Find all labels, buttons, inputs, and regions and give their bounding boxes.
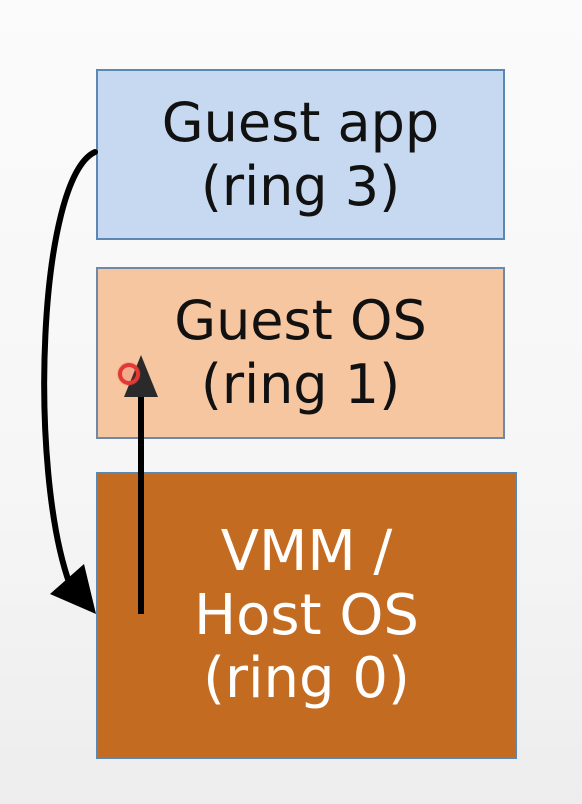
host-os-box: VMM / Host OS (ring 0): [96, 472, 517, 759]
guest-os-label: Guest OS: [174, 289, 427, 353]
guest-os-ring-label: (ring 1): [200, 353, 401, 416]
return-arrowhead: [124, 355, 158, 397]
laser-pointer-glow: [117, 362, 141, 386]
host-os-ring-label: (ring 0): [203, 646, 410, 712]
laser-pointer-dot: [118, 363, 140, 385]
host-os-label: Host OS: [194, 582, 419, 648]
syscall-trap-arrowhead: [50, 564, 96, 614]
vmm-label: VMM /: [220, 518, 393, 584]
guest-app-ring-label: (ring 3): [200, 154, 401, 218]
guest-app-box: Guest app (ring 3): [96, 69, 505, 240]
guest-app-label: Guest app: [161, 90, 440, 154]
guest-os-box: Guest OS (ring 1): [96, 267, 505, 439]
syscall-trap-arrow: [41, 149, 98, 588]
